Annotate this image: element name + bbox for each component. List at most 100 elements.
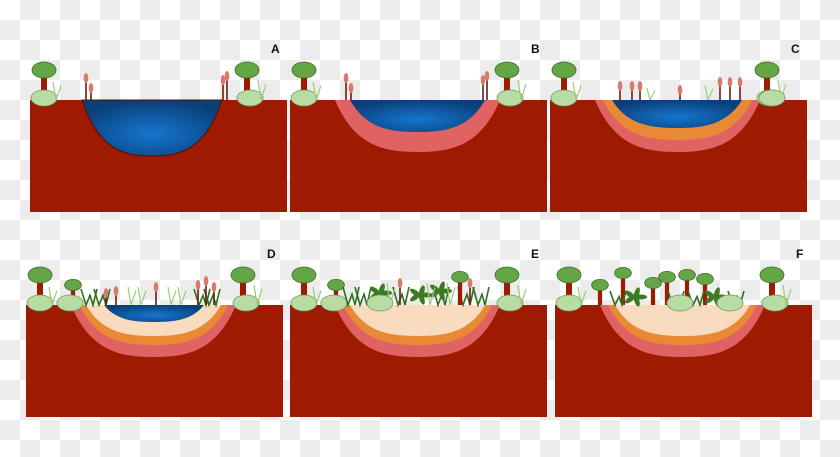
fern-leaf: [438, 281, 445, 293]
bush: [496, 89, 524, 107]
panel-label: D: [267, 247, 276, 261]
cattail-head: [484, 71, 490, 81]
tree-trunk: [301, 275, 307, 305]
cattail-head: [617, 81, 623, 91]
panel-f: F: [555, 247, 812, 417]
tree-crown: [696, 272, 714, 285]
cattail-head: [224, 71, 230, 81]
panel-a: A: [30, 42, 287, 212]
tree-trunk: [41, 70, 47, 100]
tree-crown: [230, 266, 256, 284]
cattail-head: [83, 73, 89, 83]
tree-trunk: [301, 70, 307, 100]
reed-leaves: [93, 288, 111, 308]
tree-trunk: [684, 275, 690, 305]
bush: [236, 89, 264, 107]
water: [104, 305, 204, 322]
cattail-head: [153, 282, 159, 292]
tree-crown: [754, 61, 780, 79]
water: [350, 100, 485, 132]
tree-trunk: [620, 273, 626, 305]
reed-leaves: [609, 290, 627, 308]
tree-trunk: [37, 275, 43, 305]
tree-trunk: [566, 275, 572, 305]
reed-leaves: [203, 288, 221, 308]
tree-trunk: [504, 70, 510, 100]
panel-label: E: [531, 247, 539, 261]
panel-d: D: [26, 247, 283, 417]
grass-blade: [704, 85, 714, 101]
tree-trunk: [244, 70, 250, 100]
grass-blade: [52, 81, 62, 101]
tree-crown: [614, 267, 632, 280]
grass-blade: [167, 286, 177, 306]
cattail-head: [88, 83, 94, 93]
tree-crown: [494, 266, 520, 284]
tree-crown: [291, 61, 317, 79]
fern-leaf: [418, 285, 425, 297]
bush: [496, 294, 524, 312]
cattail-head: [397, 278, 403, 288]
tree-trunk: [457, 277, 463, 305]
bush: [366, 294, 394, 312]
cattail-head: [103, 288, 109, 298]
cattail-head: [677, 85, 683, 95]
panel-b: B: [290, 42, 547, 212]
fern-leaf: [378, 283, 385, 295]
tree-crown: [678, 269, 696, 282]
fern-leaf: [713, 287, 720, 299]
water: [612, 100, 742, 128]
fern-leaf: [625, 290, 636, 299]
fern-leaf: [370, 286, 381, 295]
grass-blade: [127, 286, 137, 306]
cattail-head: [113, 286, 119, 296]
bush: [555, 294, 583, 312]
cattail-head: [629, 81, 635, 91]
cattail-head: [343, 73, 349, 83]
grass-blade: [646, 87, 656, 101]
tree-crown: [551, 61, 577, 79]
tree-trunk: [561, 70, 567, 100]
tree-crown: [64, 278, 82, 291]
tree-crown: [327, 278, 345, 291]
grass-blade: [312, 81, 322, 101]
tree-trunk: [650, 283, 656, 305]
grass-blade: [257, 79, 267, 101]
grass-blade: [177, 286, 187, 306]
cattail-head: [467, 278, 473, 288]
grass-blade: [517, 79, 527, 101]
bush: [550, 89, 578, 107]
grass-blade: [137, 286, 147, 306]
tree-crown: [556, 266, 582, 284]
tree-crown: [451, 271, 469, 284]
fern-leaf: [410, 288, 421, 297]
panel-label: A: [271, 42, 280, 56]
tree-crown: [644, 276, 662, 289]
tree-trunk: [597, 285, 603, 305]
reed-leaves: [392, 286, 410, 308]
bush: [290, 294, 318, 312]
grass-blade: [517, 284, 527, 306]
grass-blade: [253, 284, 263, 306]
grass-blade: [577, 286, 587, 306]
cattail-head: [717, 77, 723, 87]
grass-blade: [48, 286, 58, 306]
tree-trunk: [240, 275, 246, 305]
cattail-head: [737, 77, 743, 87]
reed-leaves: [80, 288, 98, 308]
grass-blade: [446, 282, 456, 306]
tree-crown: [234, 61, 260, 79]
bush: [56, 294, 84, 312]
tree-crown: [291, 266, 317, 284]
tree-crown: [591, 278, 609, 291]
tree-crown: [759, 266, 785, 284]
grass-blade: [572, 81, 582, 101]
cream-layer: [615, 305, 750, 336]
cattail-head: [480, 75, 486, 85]
panel-e: E: [290, 247, 547, 417]
fern-leaf: [633, 287, 640, 299]
tree-crown: [658, 271, 676, 284]
bush: [758, 89, 786, 107]
bush: [320, 294, 348, 312]
